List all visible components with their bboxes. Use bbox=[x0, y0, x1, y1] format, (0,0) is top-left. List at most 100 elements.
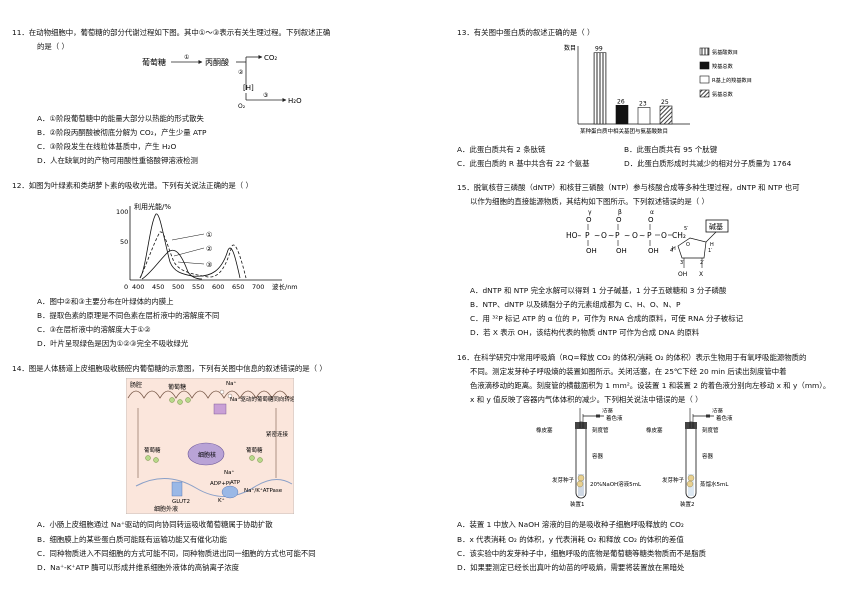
q11-h2o-label: H₂O bbox=[288, 97, 302, 105]
q14-atp-label: ATP bbox=[230, 480, 241, 486]
q16-scale-label-1: 刻度管 bbox=[592, 426, 609, 434]
q13-bar-3 bbox=[637, 107, 651, 125]
q15-beta-label: β bbox=[618, 209, 622, 216]
q13-legend-label-1: 氨基酸数目 bbox=[712, 48, 738, 56]
q16-rubber-label-1: 橡皮塞 bbox=[536, 426, 553, 434]
q11-o2-label: O₂ bbox=[238, 103, 246, 110]
q14-glut2-protein bbox=[171, 481, 183, 497]
q12-leader-1 bbox=[171, 233, 205, 241]
q12-option-b: B．提取色素的原理是不同色素在层析液中的溶解度不同 bbox=[37, 311, 220, 320]
q14-option-b: B．细胞膜上的某些蛋白质可能既有运输功能又有催化功能 bbox=[37, 535, 227, 544]
q12-xtick-650: 650 bbox=[232, 283, 244, 291]
q15-o-top-3: O bbox=[648, 216, 654, 224]
q15-p1-label: P bbox=[585, 231, 590, 240]
q13-option-c: C．此蛋白质的 R 基中共含有 22 个氨基 bbox=[457, 159, 590, 168]
q12-absorption-chart: 利用光能/% 100 50 ① ② ③ 0 400 450 500 550 60… bbox=[116, 202, 298, 291]
q15-c5-label: 5′ bbox=[684, 226, 689, 232]
q15-x-label: X bbox=[699, 271, 703, 278]
q12-xtick-550: 550 bbox=[192, 283, 204, 291]
q16-rubber-stopper-2 bbox=[685, 422, 697, 429]
q15-stem-line1: 15．脱氧核苷三磷酸（dNTP）和核苷三磷酸（NTP）参与核酸合成等多种生理过程… bbox=[457, 183, 800, 192]
q15-o-ring: O bbox=[686, 242, 690, 248]
q12-option-c: C．③在层析液中的溶解度大于①② bbox=[37, 325, 151, 334]
q16-scale-label-2: 刻度管 bbox=[702, 426, 719, 434]
q12-curve-2 bbox=[139, 231, 247, 279]
q15-oh-2: OH bbox=[616, 247, 627, 255]
svg-text:~: ~ bbox=[624, 231, 630, 240]
q13-bar-value-4: 25 bbox=[661, 99, 669, 106]
svg-text:~: ~ bbox=[639, 231, 645, 240]
q13-legend-swatch-1 bbox=[699, 47, 710, 56]
q15-option-c: C．用 ³²P 标记 ATP 的 α 位的 P，可作为 RNA 合成的原料，可使… bbox=[470, 314, 743, 323]
q12-curve-1 bbox=[139, 213, 241, 279]
q16-stem-line4: x 和 y 值反映了容器内气体体积的减少。下列相关说法中错误的是（ ） bbox=[470, 395, 703, 404]
q12-leader-3 bbox=[177, 261, 205, 265]
q15-oh-1: OH bbox=[586, 247, 597, 255]
q13-xlabel: 某种蛋白质中相关基团与氨基酸数目 bbox=[580, 127, 668, 135]
q15-o-bridge-3: O bbox=[661, 231, 667, 240]
q12-option-a: A．图中②和③主要分布在叶绿体的内膜上 bbox=[37, 297, 174, 306]
q15-c2-label: 2′ bbox=[700, 260, 705, 266]
q13-bar-4 bbox=[659, 105, 673, 125]
q13-legend-label-2: 羧基总数 bbox=[712, 62, 734, 70]
q11-step2-label: ② bbox=[238, 69, 244, 76]
q15-h-1: H bbox=[672, 246, 676, 252]
q11-stem-line1: 11．在动物细胞中，葡萄糖的部分代谢过程如下图。其中①～③表示有关生理过程。下列… bbox=[12, 28, 331, 37]
q12-xtick-700: 700 bbox=[252, 283, 264, 291]
q16-stem-line2: 不同。测定发芽种子呼吸熵的装置如图所示。关闭活塞，在 25℃下经 20 min … bbox=[470, 367, 787, 376]
q14-k-label: K⁺ bbox=[218, 497, 225, 504]
q14-glucose-left-label: 葡萄糖 bbox=[144, 446, 161, 454]
q14-glucose-top-label: 葡萄糖 bbox=[168, 383, 186, 391]
q15-option-b: B．NTP、dNTP 以及磷脂分子的元素组成都为 C、H、O、N、P bbox=[470, 300, 681, 309]
q13-legend-swatch-2 bbox=[699, 61, 710, 70]
q16-option-b: B．x 代表消耗 O₂ 的体积，y 代表消耗 O₂ 和释放 CO₂ 的体积的差值 bbox=[457, 535, 684, 544]
q12-xtick-0: 0 bbox=[124, 283, 128, 291]
q11-option-c: C．③阶段发生在线粒体基质中，产生 H₂O bbox=[37, 142, 177, 151]
q15-h-2: H bbox=[710, 242, 714, 248]
q13-ylabel-line: 数目 bbox=[564, 44, 576, 52]
q14-intestine-diagram: 细胞核 肠腔 葡萄糖 Na⁺ Na⁺驱动的葡萄糖同向转运载体 紧密连接 葡萄糖 … bbox=[126, 378, 294, 514]
q16-dye-drop-2 bbox=[706, 414, 710, 418]
q16-solution-label-2: 蒸馏水5mL bbox=[700, 480, 729, 488]
q14-option-c: C．同种物质进入不同细胞的方式可能不同，同种物质进出同一细胞的方式也可能不同 bbox=[37, 549, 316, 558]
q14-na-top-label: Na⁺ bbox=[226, 380, 236, 387]
q15-o-top-2: O bbox=[616, 216, 622, 224]
q12-xtick-600: 600 bbox=[212, 283, 224, 291]
q13-stem: 13．有关图中蛋白质的叙述正确的是（ ） bbox=[457, 28, 595, 37]
q15-option-d: D．若 X 表示 OH，该结构代表的物质 dNTP 可作为合成 DNA 的原料 bbox=[470, 328, 700, 337]
q15-c4-label: 4′ bbox=[670, 248, 675, 254]
q14-glut2-label: GLUT2 bbox=[172, 499, 190, 505]
q16-stopcock-label-2: 活塞 bbox=[712, 408, 724, 414]
q15-o-bridge-2: O bbox=[632, 231, 638, 240]
q12-curve-label-2: ② bbox=[206, 245, 212, 253]
q16-solution-label-1: 20%NaOH溶液5mL bbox=[590, 480, 642, 488]
q14-na-mid-label: Na⁺ bbox=[224, 469, 234, 476]
q16-device-label-1: 装置1 bbox=[570, 500, 585, 508]
q16-device-label-2: 装置2 bbox=[680, 500, 695, 508]
q16-device-1: 活塞 着色液 橡皮塞 刻度管 容器 20%NaOH溶液5mL 发芽种子 装置1 bbox=[536, 408, 642, 508]
q11-option-a: A．①阶段葡萄糖中的能量大部分以热能的形式散失 bbox=[37, 114, 204, 123]
q12-xlabel: 波长/nm bbox=[272, 282, 298, 291]
q14-nucleus bbox=[187, 442, 225, 466]
q14-lumen-label: 肠腔 bbox=[130, 381, 142, 389]
q14-adp-label: ADP+Pi bbox=[210, 481, 231, 487]
q12-stem: 12．如图为叶绿素和类胡萝卜素的吸收光谱。下列有关说法正确的是（ ） bbox=[12, 181, 253, 190]
q14-nucleus-label: 细胞核 bbox=[198, 451, 216, 459]
q16-option-d: D．如果要测定已经长出真叶的幼苗的呼吸熵，需要将装置放在黑暗处 bbox=[457, 563, 685, 572]
q15-o-bridge-1: O bbox=[601, 231, 607, 240]
q16-stopcock-label-1: 活塞 bbox=[602, 408, 614, 414]
q11-pyruvate-label: 丙酮酸 bbox=[205, 57, 229, 67]
q16-stem-line1: 16．在科学研究中常用呼吸熵（RQ=释放 CO₂ 的体积/消耗 O₂ 的体积）表… bbox=[457, 353, 807, 362]
q14-pump-label: Na⁺/K⁺ATPase bbox=[244, 487, 283, 494]
svg-text:~: ~ bbox=[594, 231, 600, 240]
q14-tight-junction-label: 紧密连接 bbox=[266, 430, 289, 438]
q14-extracellular-label: 细胞外液 bbox=[154, 505, 178, 513]
q12-xtick-500: 500 bbox=[172, 283, 184, 291]
q16-container-label-2: 容器 bbox=[702, 452, 714, 460]
q15-oh-3: OH bbox=[648, 247, 659, 255]
q16-dye-label-1: 着色液 bbox=[606, 414, 623, 422]
q16-option-a: A．装置 1 中放入 NaOH 溶液的目的是吸收种子细胞呼吸释放的 CO₂ bbox=[457, 520, 684, 529]
q13-legend-swatch-3 bbox=[699, 75, 710, 84]
